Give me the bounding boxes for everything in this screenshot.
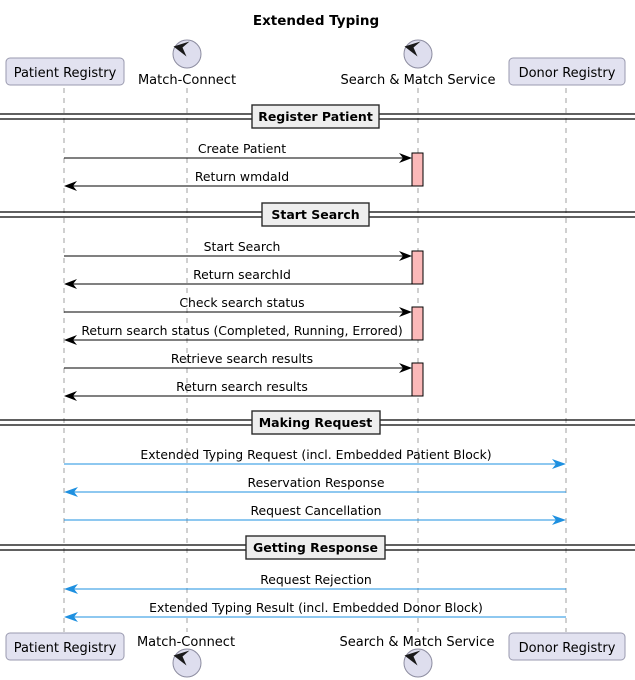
message-return-wmdaid: Return wmdaId — [64, 169, 412, 191]
message-arrowhead-return-search-status — [64, 335, 77, 345]
participant-header-donor-registry[interactable]: Donor Registry — [508, 57, 626, 86]
section-divider-start-search: Start Search — [0, 202, 635, 227]
participant-label-search-match-service: Search & Match Service — [341, 73, 496, 88]
section-box-making-request — [251, 410, 381, 435]
control-arrow-icon-footer-match-connect — [173, 650, 190, 666]
participant-footer-patient-registry[interactable]: Patient Registry — [5, 632, 125, 661]
participant-header-search-match-service[interactable]: Search & Match Service — [341, 39, 496, 88]
message-label-request-rejection: Request Rejection — [260, 572, 372, 587]
control-circle-icon-footer-search-match-service — [403, 648, 433, 678]
section-box-register-patient — [251, 104, 380, 129]
control-circle-icon-search-match-service — [403, 39, 433, 69]
participant-label-patient-registry: Patient Registry — [14, 66, 117, 81]
message-request-rejection: Request Rejection — [64, 572, 566, 594]
message-arrowhead-extended-typing-result — [64, 612, 78, 622]
section-divider-register-patient: Register Patient — [0, 104, 635, 129]
participant-label-footer-donor-registry: Donor Registry — [519, 641, 616, 656]
section-label-register-patient: Register Patient — [258, 109, 373, 124]
participant-label-match-connect: Match-Connect — [138, 73, 236, 88]
participant-box-donor-registry[interactable] — [508, 57, 626, 86]
message-label-create-patient: Create Patient — [198, 141, 286, 156]
participant-footer-search-match-service[interactable]: Search & Match Service — [340, 635, 495, 678]
control-arrow-icon-footer-search-match-service — [404, 650, 421, 666]
message-label-return-searchid: Return searchId — [193, 267, 291, 282]
control-arrow-icon-search-match-service — [404, 41, 421, 57]
message-label-check-search-status: Check search status — [179, 295, 304, 310]
message-extended-typing-request: Extended Typing Request (incl. Embedded … — [64, 447, 566, 469]
participant-label-donor-registry: Donor Registry — [519, 66, 616, 81]
activation-bar-register — [411, 152, 424, 187]
message-arrowhead-start-search — [399, 251, 412, 261]
message-start-search: Start Search — [64, 239, 412, 261]
message-arrowhead-retrieve-search-results — [399, 363, 412, 373]
message-request-cancellation: Request Cancellation — [64, 503, 566, 525]
activation-bars-group — [411, 152, 424, 397]
message-return-search-status: Return search status (Completed, Running… — [64, 323, 412, 345]
message-arrowhead-check-search-status — [399, 307, 412, 317]
control-arrow-icon-match-connect — [173, 41, 190, 57]
message-label-return-search-status: Return search status (Completed, Running… — [81, 323, 402, 338]
participant-footer-match-connect[interactable]: Match-Connect — [137, 635, 235, 678]
participant-box-patient-registry[interactable] — [5, 57, 125, 86]
message-label-request-cancellation: Request Cancellation — [250, 503, 381, 518]
message-label-retrieve-search-results: Retrieve search results — [171, 351, 313, 366]
section-box-getting-response — [245, 535, 386, 560]
participant-label-footer-search-match-service: Search & Match Service — [340, 635, 495, 650]
control-circle-icon-footer-match-connect — [172, 648, 202, 678]
section-label-getting-response: Getting Response — [253, 540, 378, 555]
message-arrowhead-create-patient — [399, 153, 412, 163]
section-divider-making-request: Making Request — [0, 410, 635, 435]
message-extended-typing-result: Extended Typing Result (incl. Embedded D… — [64, 600, 566, 622]
diagram-title: Extended Typing — [253, 13, 379, 29]
participant-header-match-connect[interactable]: Match-Connect — [138, 39, 236, 88]
message-arrowhead-return-searchid — [64, 279, 77, 289]
message-arrowhead-request-rejection — [64, 584, 78, 594]
participant-box-footer-patient-registry[interactable] — [5, 632, 125, 661]
participant-label-footer-match-connect: Match-Connect — [137, 635, 235, 650]
message-reservation-response: Reservation Response — [64, 475, 566, 497]
message-create-patient: Create Patient — [64, 141, 412, 163]
activation-bar-check-status — [411, 306, 424, 341]
activation-bar-start-search — [411, 250, 424, 285]
message-return-searchid: Return searchId — [64, 267, 412, 289]
control-circle-icon-match-connect — [172, 39, 202, 69]
section-box-start-search — [261, 202, 370, 227]
participant-footer-donor-registry[interactable]: Donor Registry — [508, 632, 626, 661]
message-label-extended-typing-result: Extended Typing Result (incl. Embedded D… — [149, 600, 483, 615]
message-return-search-results: Return search results — [64, 379, 412, 401]
message-check-search-status: Check search status — [64, 295, 412, 317]
message-label-start-search: Start Search — [204, 239, 281, 254]
section-label-start-search: Start Search — [271, 207, 359, 222]
message-label-return-wmdaid: Return wmdaId — [195, 169, 289, 184]
participant-label-footer-patient-registry: Patient Registry — [14, 641, 117, 656]
message-arrowhead-request-cancellation — [552, 515, 566, 525]
message-label-extended-typing-request: Extended Typing Request (incl. Embedded … — [140, 447, 491, 462]
message-arrowhead-return-search-results — [64, 391, 77, 401]
message-arrowhead-extended-typing-request — [552, 459, 566, 469]
message-label-return-search-results: Return search results — [176, 379, 308, 394]
participant-box-footer-donor-registry[interactable] — [508, 632, 626, 661]
message-retrieve-search-results: Retrieve search results — [64, 351, 412, 373]
message-arrowhead-return-wmdaid — [64, 181, 77, 191]
message-arrowhead-reservation-response — [64, 487, 78, 497]
participant-header-patient-registry[interactable]: Patient Registry — [5, 57, 125, 86]
activation-bar-retrieve-results — [411, 362, 424, 397]
section-divider-getting-response: Getting Response — [0, 535, 635, 560]
section-label-making-request: Making Request — [259, 415, 373, 430]
message-label-reservation-response: Reservation Response — [248, 475, 385, 490]
